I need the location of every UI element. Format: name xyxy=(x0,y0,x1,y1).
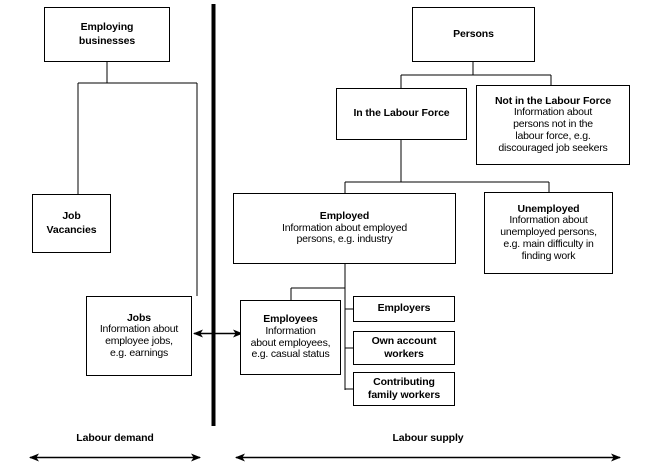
node-employers: Employers xyxy=(353,296,455,322)
node-employed: Employed Information about employed pers… xyxy=(233,193,456,264)
node-jobs: Jobs Information about employee jobs, e.… xyxy=(86,296,192,376)
node-title: Employers xyxy=(377,302,431,315)
node-employing-businesses: Employing businesses xyxy=(44,7,170,62)
node-title: Not in the Labour Force xyxy=(494,94,612,107)
node-description: Information about unemployed persons, e.… xyxy=(500,214,597,262)
node-employees: Employees Information about employees, e… xyxy=(240,300,341,375)
node-persons: Persons xyxy=(412,7,535,62)
node-title: Jobs xyxy=(126,311,152,324)
node-contributing-family-workers: Contributing family workers xyxy=(353,372,455,406)
node-own-account-workers: Own account workers xyxy=(353,331,455,365)
node-title: Persons xyxy=(453,27,494,40)
node-in-the-labour-force: In the Labour Force xyxy=(336,88,467,140)
axis-label-labour-demand: Labour demand xyxy=(76,432,154,444)
node-not-in-the-labour-force: Not in the Labour Force Information abou… xyxy=(476,85,630,165)
node-title: Employed xyxy=(319,209,370,222)
node-title: Unemployed xyxy=(517,202,580,215)
node-unemployed: Unemployed Information about unemployed … xyxy=(484,192,613,274)
node-job-vacancies: Job Vacancies xyxy=(32,194,111,253)
node-title: In the Labour Force xyxy=(353,107,450,120)
node-description: Information about employed persons, e.g.… xyxy=(282,221,407,246)
node-title: Employees xyxy=(263,313,318,325)
node-title: Job Vacancies xyxy=(46,210,97,236)
node-title: Employing businesses xyxy=(78,21,136,47)
node-description: Information about employees, e.g. casual… xyxy=(250,324,331,361)
node-description: Information about persons not in the lab… xyxy=(498,106,608,154)
node-title: Own account workers xyxy=(371,334,437,360)
axis-label-labour-supply: Labour supply xyxy=(392,432,464,444)
node-title: Contributing family workers xyxy=(367,375,441,401)
node-description: Information about employee jobs, e.g. ea… xyxy=(99,323,179,359)
